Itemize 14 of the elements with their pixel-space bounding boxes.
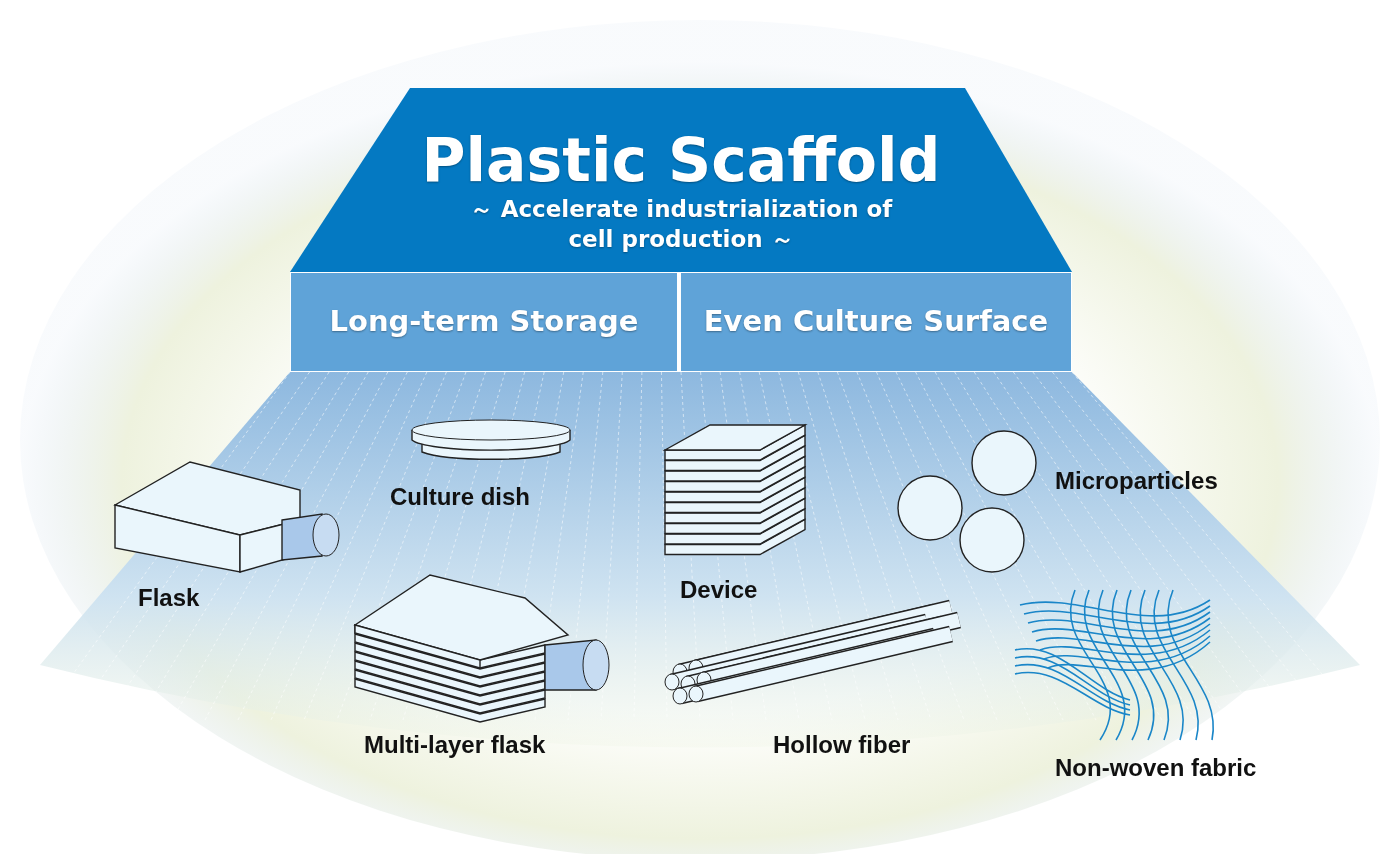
- item-label: Microparticles: [1055, 467, 1218, 495]
- title: Plastic Scaffold: [421, 125, 941, 195]
- category-label: Long-term Storage: [329, 305, 639, 339]
- item-label: Multi-layer flask: [364, 731, 546, 759]
- item-label: Non-woven fabric: [1055, 754, 1257, 782]
- category-box: [290, 272, 678, 372]
- item-label: Device: [680, 576, 758, 604]
- item-label: Hollow fiber: [773, 731, 911, 759]
- subtitle: ～ Accelerate industrialization of cell production ～: [468, 194, 894, 254]
- title-banner: [290, 88, 1072, 272]
- category-label: Even Culture Surface: [703, 305, 1049, 339]
- item-label: Flask: [138, 584, 200, 612]
- category-box: [680, 272, 1072, 372]
- item-label: Culture dish: [390, 483, 530, 511]
